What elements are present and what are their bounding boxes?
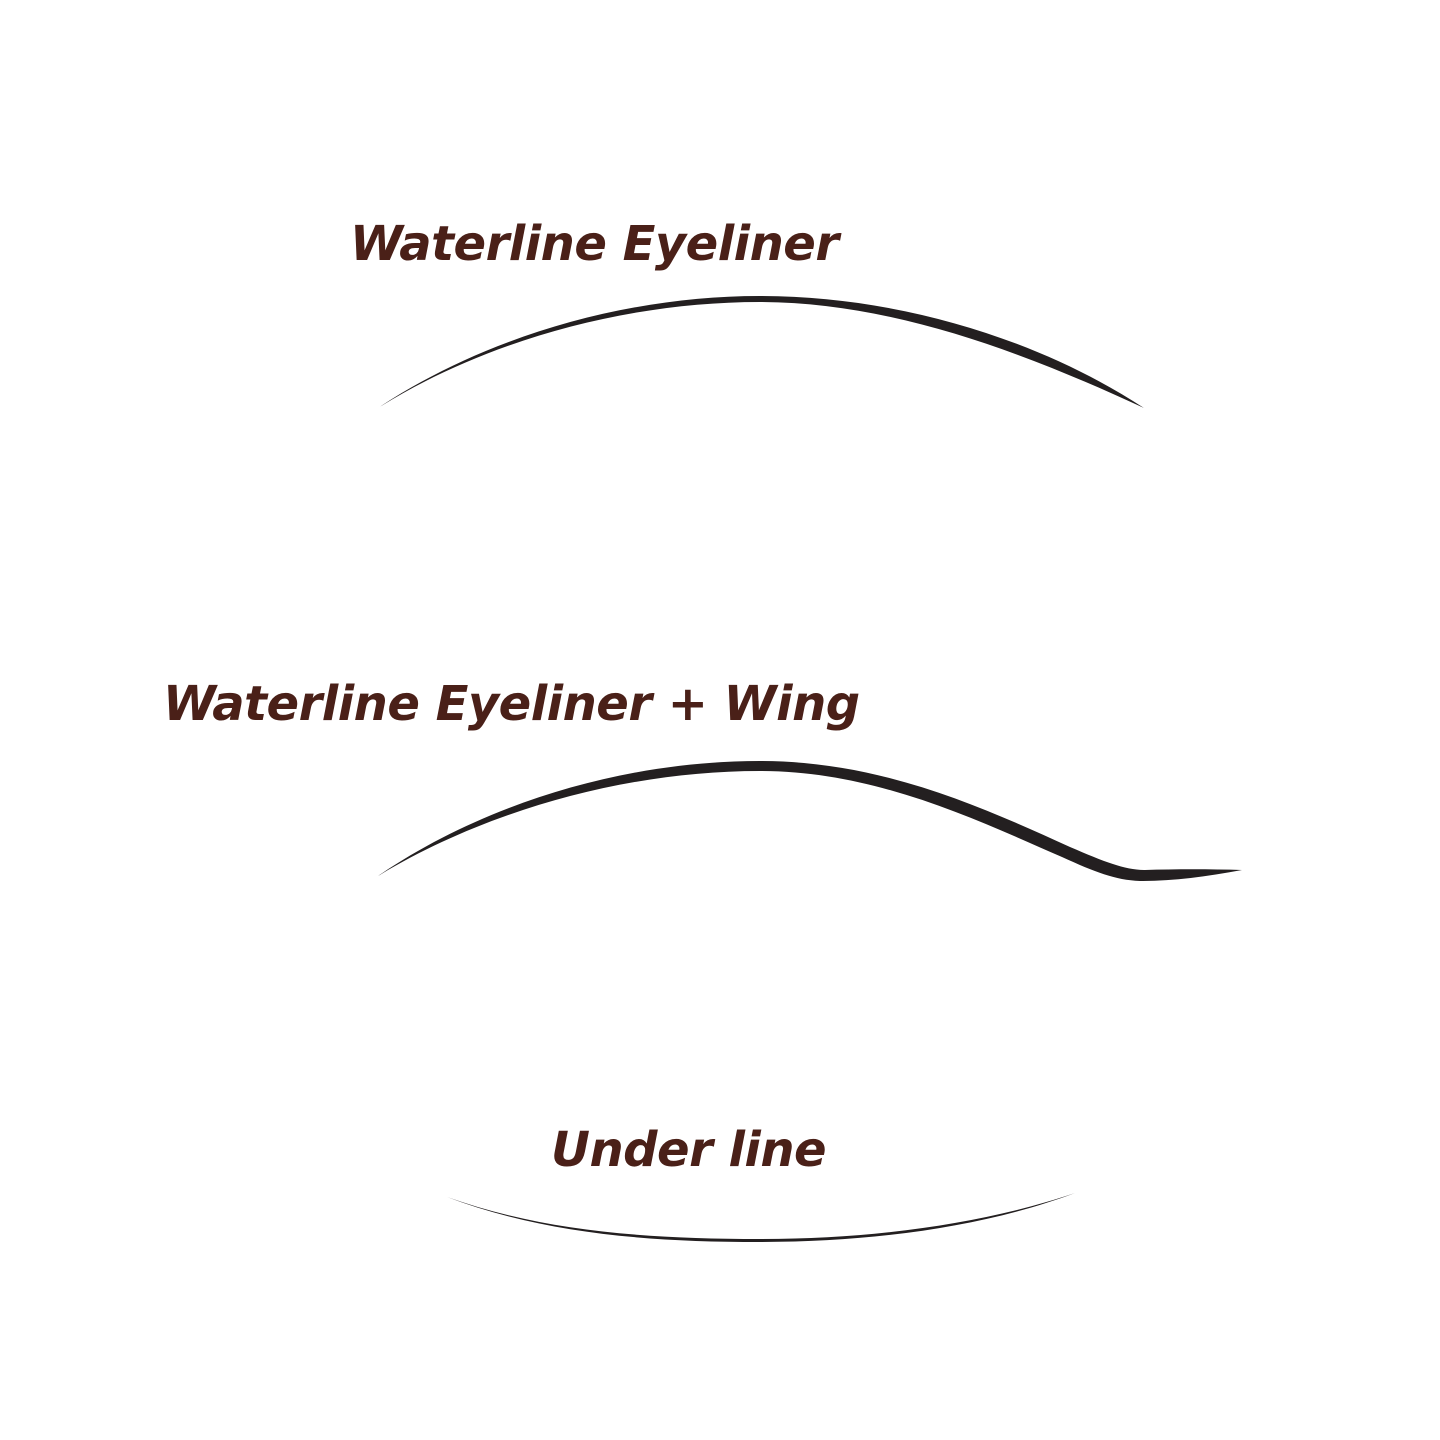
waterline-wing-stroke bbox=[378, 761, 1242, 881]
waterline-eyeliner-stroke bbox=[378, 296, 1144, 408]
waterline-wing-label: Waterline Eyeliner + Wing bbox=[163, 676, 860, 732]
under-line-label: Under line bbox=[551, 1122, 827, 1178]
under-line-stroke bbox=[447, 1193, 1075, 1242]
waterline-eyeliner-label: Waterline Eyeliner bbox=[350, 216, 839, 272]
